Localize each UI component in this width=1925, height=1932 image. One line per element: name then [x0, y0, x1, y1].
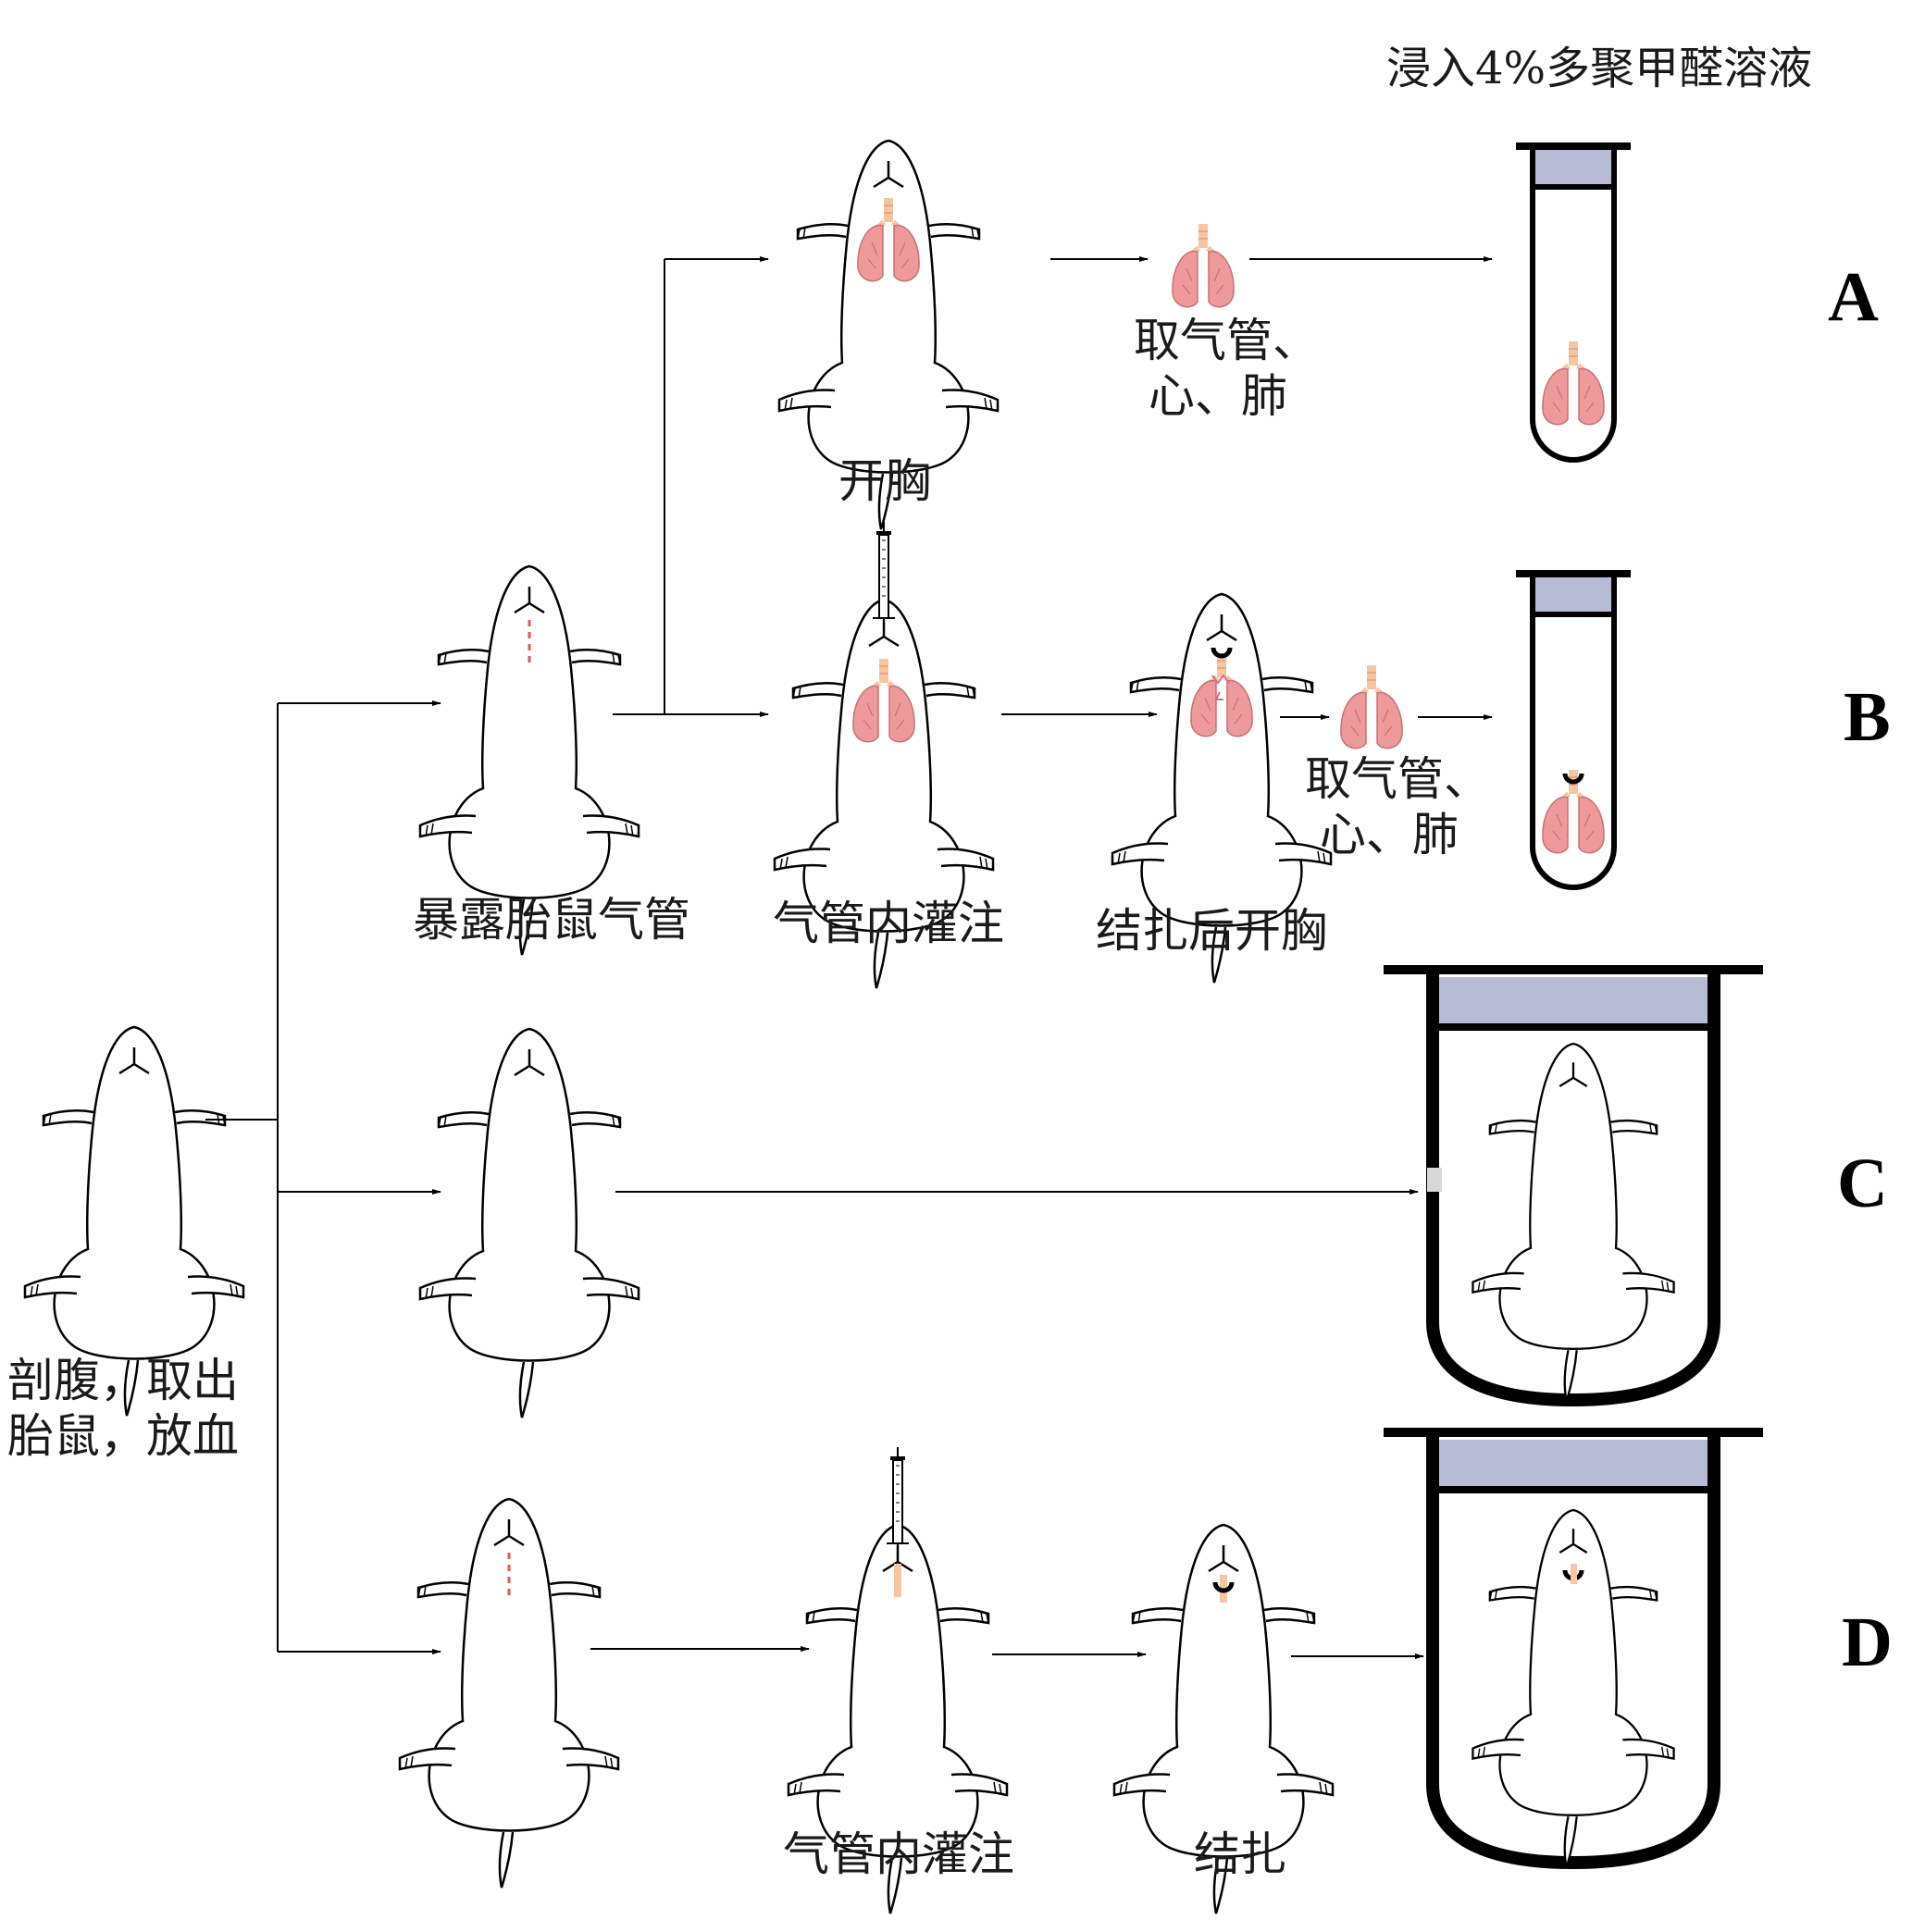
lungs-extracted-a	[1173, 224, 1234, 307]
row-label-d: D	[1842, 1604, 1893, 1681]
label-perfusion-d: 气管内灌注	[783, 1827, 1014, 1881]
row-label-a: A	[1828, 258, 1879, 336]
label-take-organs-a: 取气管、 心、肺	[1134, 314, 1319, 423]
title-fixative: 浸入4%多聚甲醛溶液	[1386, 43, 1813, 94]
label-open-chest: 开胸	[838, 454, 931, 508]
lungs-in-tube-a	[1543, 341, 1604, 425]
label-expose: 暴露胎鼠气管	[413, 893, 690, 947]
lungs-extracted-b	[1341, 665, 1402, 749]
fixative-tube-b	[1516, 574, 1631, 887]
label-perfusion-b: 气管内灌注	[773, 897, 1004, 950]
label-start: 剖腹，取出 胎鼠，放血	[7, 1354, 239, 1463]
row-label-c: C	[1837, 1145, 1888, 1222]
label-ligate-open: 结扎后开胸	[1096, 904, 1327, 958]
fixative-tube-a	[1516, 146, 1631, 460]
label-take-organs-b: 取气管、 心、肺	[1305, 752, 1490, 861]
mouse-c	[418, 1027, 640, 1419]
label-ligate-d: 结扎	[1194, 1827, 1286, 1881]
row-label-b: B	[1844, 678, 1891, 756]
